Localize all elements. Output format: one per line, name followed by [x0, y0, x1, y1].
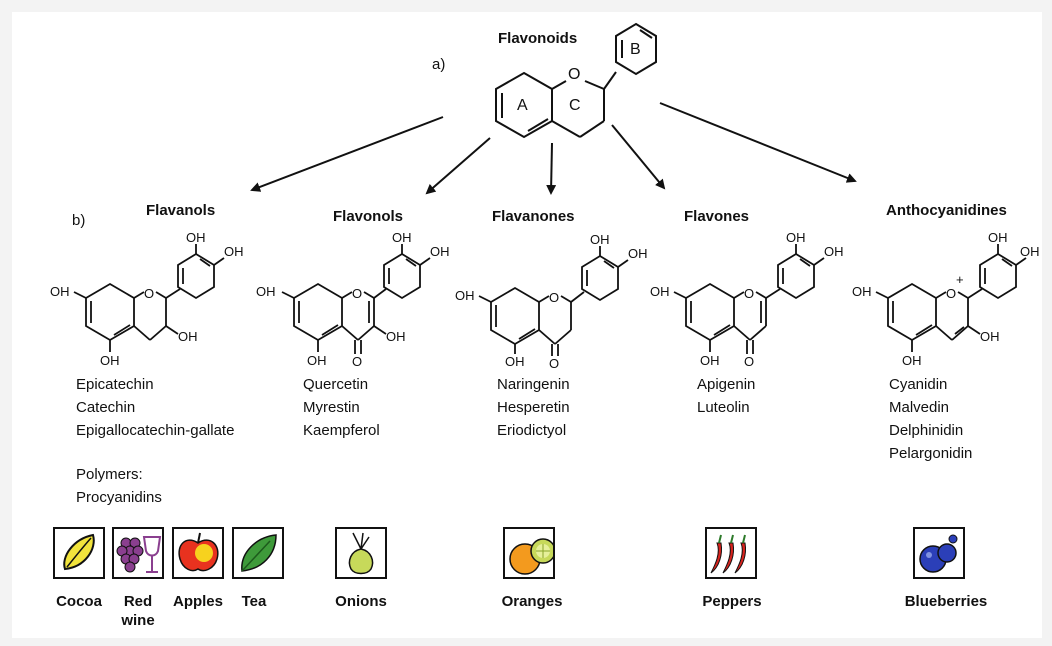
flavone-structure — [673, 244, 825, 354]
arrow-flavones — [611, 124, 666, 190]
list-item: Apigenin — [697, 376, 756, 393]
flavanol-oh-4p: OH — [224, 244, 244, 259]
list-item: Catechin — [76, 399, 136, 416]
part-b-label: b) — [72, 212, 86, 229]
flavonol-oh-3: OH — [386, 329, 406, 344]
core-structure — [495, 22, 657, 139]
arrow-flavonols — [425, 137, 491, 195]
diagram-title: Flavonoids — [498, 30, 578, 47]
food-label-apples: Apples — [172, 593, 223, 610]
ring-c-label: C — [569, 97, 581, 114]
flavonol-oh-5: OH — [307, 353, 327, 368]
compound-list-flavonols: Quercetin Myrestin Kaempferol — [303, 373, 380, 442]
list-item: Cyanidin — [889, 376, 948, 393]
chili-pepper-icon — [705, 527, 757, 579]
flavanone-carbonyl: O — [549, 356, 559, 371]
apple-icon — [172, 527, 224, 579]
compound-list-flavones: Apigenin Luteolin — [697, 373, 755, 419]
anthocyanidine-charge: + — [956, 272, 964, 287]
compound-list-flavanones: Naringenin Hesperetin Eriodictyol — [497, 373, 570, 442]
flavonol-ring-oxygen: O — [352, 286, 362, 301]
flavonol-structure — [281, 244, 431, 354]
list-item: Hesperetin — [497, 399, 570, 416]
flavanol-structure — [73, 244, 225, 352]
list-item: Delphinidin — [889, 422, 964, 439]
flavanone-oh-4p: OH — [628, 246, 648, 261]
flavonol-carbonyl: O — [352, 354, 362, 369]
flavone-oh-3p: OH — [786, 230, 806, 245]
grapes-wine-icon — [112, 527, 164, 579]
compound-list-flavanols: Epicatechin Catechin Epigallocatechin-ga… — [76, 373, 234, 509]
flavanone-oh-7: OH — [455, 288, 475, 303]
list-item: Naringenin — [497, 376, 570, 393]
list-item: Pelargonidin — [889, 445, 973, 462]
arrow-flavanols — [250, 116, 444, 192]
tea-leaf-icon — [232, 527, 284, 579]
flavone-oh-7: OH — [650, 284, 670, 299]
flavanone-structure — [478, 246, 629, 356]
arrows — [250, 102, 857, 195]
class-title-flavones: Flavones — [684, 208, 750, 225]
anthocyanidine-oh-4p: OH — [1020, 244, 1040, 259]
flavanol-ring-oxygen: O — [144, 286, 154, 301]
flavone-oh-5: OH — [700, 353, 720, 368]
food-label-oranges: Oranges — [501, 593, 563, 610]
list-item: Polymers: — [76, 466, 143, 483]
class-title-flavonols: Flavonols — [333, 208, 404, 225]
food-label-cocoa: Cocoa — [56, 593, 102, 610]
ring-oxygen-label: O — [568, 66, 581, 83]
anthocyanidine-ring-oxygen: O — [946, 286, 956, 301]
list-item: Epicatechin — [76, 376, 154, 393]
list-item: Malvedin — [889, 399, 950, 416]
list-item: Myrestin — [303, 399, 360, 416]
compound-list-anthocyanidines: Cyanidin Malvedin Delphinidin Pelargonid… — [889, 373, 972, 465]
flavanol-oh-5: OH — [100, 353, 120, 368]
flavonol-oh-7: OH — [256, 284, 276, 299]
class-title-flavanones: Flavanones — [492, 208, 575, 225]
flavonol-oh-3p: OH — [392, 230, 412, 245]
anthocyanidine-oh-5: OH — [902, 353, 922, 368]
orange-icon — [503, 527, 555, 579]
flavone-carbonyl: O — [744, 354, 754, 369]
food-label-blueberries: Blueberries — [904, 593, 988, 610]
ring-b-label: B — [630, 41, 641, 58]
arrow-flavanones — [546, 142, 557, 195]
arrow-anthocyanidines — [659, 102, 857, 183]
flavone-oh-4p: OH — [824, 244, 844, 259]
cocoa-pod-icon — [53, 527, 105, 579]
list-item: Procyanidins — [76, 489, 162, 506]
flavanol-oh-3p: OH — [186, 230, 206, 245]
food-label-tea: Tea — [241, 593, 267, 610]
atom-labels: O OH OH OH OH OH O OH OH OH O OH OH O OH OH O OH OH O OH OH O O… — [50, 230, 1040, 371]
anthocyanidine-oh-7: OH — [852, 284, 872, 299]
list-item: Quercetin — [303, 376, 369, 393]
list-item: Luteolin — [697, 399, 750, 416]
class-title-anthocyanidines: Anthocyanidines — [886, 202, 1007, 219]
flavanol-oh-3: OH — [178, 329, 198, 344]
flavanol-oh-7: OH — [50, 284, 70, 299]
flavone-ring-oxygen: O — [744, 286, 754, 301]
list-item: Epigallocatechin-gallate — [76, 422, 235, 439]
food-label-red-wine: Red wine — [121, 593, 155, 629]
flavanone-ring-oxygen: O — [549, 290, 559, 305]
onion-icon — [335, 527, 387, 579]
blueberry-icon — [913, 527, 965, 579]
food-label-peppers: Peppers — [702, 593, 762, 610]
part-a-label: a) — [432, 56, 446, 73]
flavonol-oh-4p: OH — [430, 244, 450, 259]
list-item: Eriodictyol — [497, 422, 567, 439]
list-item: Kaempferol — [303, 422, 380, 439]
ring-a-label: A — [517, 97, 528, 114]
flavanone-oh-3p: OH — [590, 232, 610, 247]
food-label-onions: Onions — [335, 593, 387, 610]
class-title-flavanols: Flavanols — [146, 202, 216, 219]
flavanone-oh-5: OH — [505, 354, 525, 369]
anthocyanidine-structure — [875, 244, 1027, 352]
anthocyanidine-oh-3: OH — [980, 329, 1000, 344]
anthocyanidine-oh-3p: OH — [988, 230, 1008, 245]
